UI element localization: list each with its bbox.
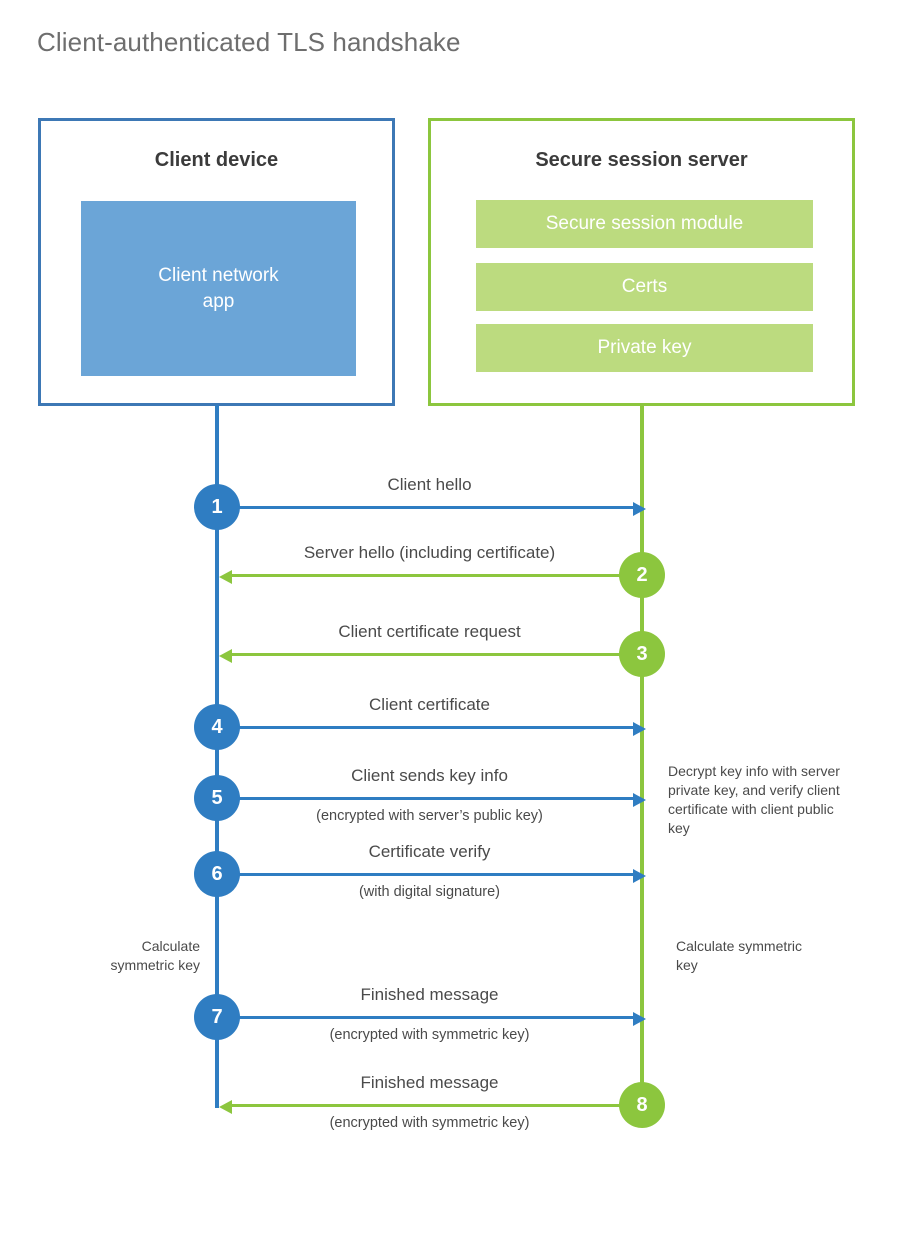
message-label-2: Server hello (including certificate) xyxy=(303,543,556,562)
message-label-1: Client hello xyxy=(387,475,472,494)
page-title: Client-authenticated TLS handshake xyxy=(37,27,461,57)
client-network-app-box: Client network app xyxy=(81,201,356,376)
step-number-circle-8[interactable]: 8 xyxy=(619,1082,665,1128)
client-device-box: Client device Client network app xyxy=(38,118,395,406)
arrow-head-6 xyxy=(633,868,646,883)
message-line-3 xyxy=(228,652,623,656)
server-bar-certs: Certs xyxy=(476,263,813,311)
message-line-7 xyxy=(236,1015,633,1019)
message-line-4 xyxy=(236,725,633,729)
message-line-2 xyxy=(228,573,623,577)
message-sublabel-7: (encrypted with symmetric key) xyxy=(329,1027,530,1043)
arrow-head-3 xyxy=(219,648,232,663)
message-sublabel-8: (encrypted with symmetric key) xyxy=(329,1115,530,1131)
step-number-circle-7[interactable]: 7 xyxy=(194,994,240,1040)
note-server-calculate-symmetric-key: Calculate symmetric key xyxy=(676,938,803,973)
client-network-app-label-line2: app xyxy=(202,290,235,312)
message-label-8: Finished message xyxy=(360,1073,499,1092)
note-server-decrypt: Decrypt key info with server private key… xyxy=(668,763,840,836)
message-line-1 xyxy=(236,505,633,509)
message-line-6 xyxy=(236,872,633,876)
client-network-app-label-line1: Client network xyxy=(158,264,279,286)
arrow-head-2 xyxy=(219,569,232,584)
note-client-calculate-symmetric-key: Calculate symmetric key xyxy=(110,938,200,973)
client-lifeline xyxy=(215,405,219,1108)
message-line-5 xyxy=(236,796,633,800)
step-number-circle-1[interactable]: 1 xyxy=(194,484,240,530)
arrow-head-1 xyxy=(633,501,646,516)
arrow-head-5 xyxy=(633,792,646,807)
step-number-circle-2[interactable]: 2 xyxy=(619,552,665,598)
arrow-head-7 xyxy=(633,1011,646,1026)
secure-session-server-box: Secure session server Secure session mod… xyxy=(428,118,855,406)
secure-session-server-title: Secure session server xyxy=(535,149,748,171)
message-label-5: Client sends key info xyxy=(351,766,508,785)
message-label-7: Finished message xyxy=(360,985,499,1004)
message-label-4: Client certificate xyxy=(369,695,490,714)
arrow-head-4 xyxy=(633,721,646,736)
message-sublabel-6: (with digital signature) xyxy=(358,884,501,900)
arrow-head-8 xyxy=(219,1099,232,1114)
message-line-8 xyxy=(228,1103,623,1107)
message-sublabel-5: (encrypted with server’s public key) xyxy=(316,808,543,824)
message-label-3: Client certificate request xyxy=(338,622,521,641)
step-number-circle-4[interactable]: 4 xyxy=(194,704,240,750)
client-network-app-label: Client network app xyxy=(158,263,278,314)
message-label-6: Certificate verify xyxy=(368,842,491,861)
client-device-title: Client device xyxy=(154,149,279,171)
server-bar-private-key: Private key xyxy=(476,324,813,372)
step-number-circle-3[interactable]: 3 xyxy=(619,631,665,677)
server-lifeline xyxy=(640,405,644,1108)
server-bar-secure-session-module: Secure session module xyxy=(476,200,813,248)
step-number-circle-6[interactable]: 6 xyxy=(194,851,240,897)
step-number-circle-5[interactable]: 5 xyxy=(194,775,240,821)
